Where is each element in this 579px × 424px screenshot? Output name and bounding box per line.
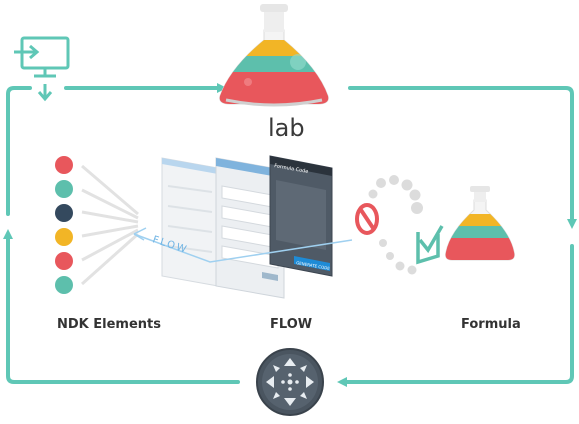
arrow-lab-to-formula [348,86,577,229]
stop-icon [355,203,379,235]
ndk-dot-red [55,156,73,174]
cycle-arrows [3,83,577,387]
ndk-dot-yellow [55,228,73,246]
lab-flask-icon [219,4,329,107]
screen-middle [215,157,285,299]
formula-flask-icon [445,186,515,261]
line-left-up [6,86,32,216]
screen-front: Formula Code GENERATE CODE [269,155,333,277]
formula-label: Formula [461,317,521,332]
generate-code-button: GENERATE CODE [296,260,331,271]
monitor-download-icon [14,36,70,102]
ndk-rays [81,164,139,286]
arrow-nav-to-start [3,229,240,384]
ndk-dot-navy [55,204,73,222]
flow-label: FLOW [270,317,313,332]
lab-title: lab [268,114,305,142]
flow-blue-arrow [133,227,353,263]
navigation-dpad-icon[interactable] [250,342,330,422]
checkmark-icon [416,225,444,265]
loading-spinner-icon [368,175,423,275]
ndk-elements-label: NDK Elements [57,317,161,332]
ndk-dot-red [55,252,73,270]
ndk-dot-teal [55,276,73,294]
front-screen-title: Formula Code [274,163,309,175]
ndk-dot-teal [55,180,73,198]
flow-screens: Formula Code GENERATE CODE FLOW [133,155,353,299]
arrow-formula-to-nav [337,244,574,387]
ndk-elements-group [55,156,139,294]
screen-back [161,157,219,287]
